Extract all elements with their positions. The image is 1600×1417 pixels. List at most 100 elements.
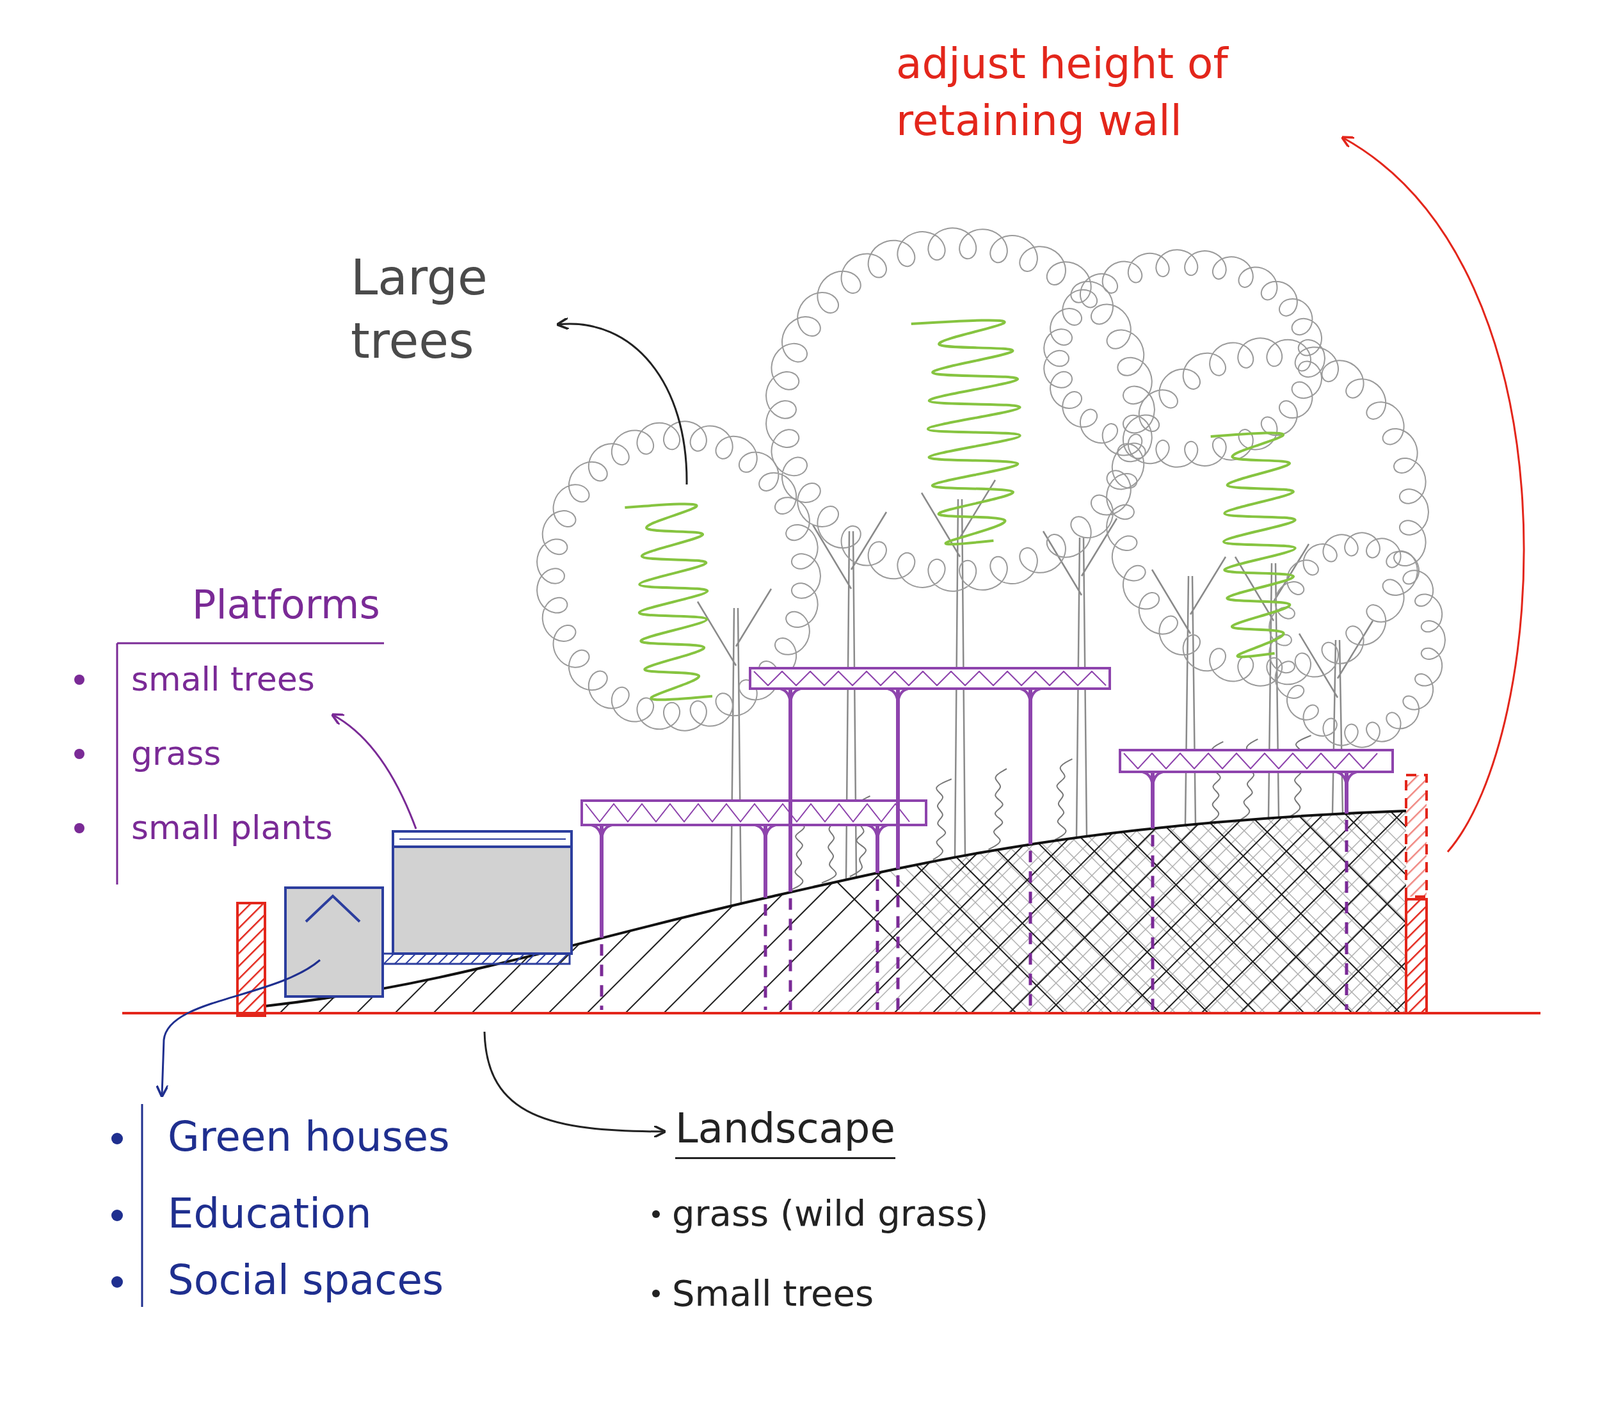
soil-hatch-line — [1265, 780, 1510, 1024]
foundation-dash — [876, 879, 880, 1010]
deck-truss — [1123, 753, 1378, 769]
soil-hatch-line — [1344, 780, 1588, 1024]
soil-hatch-line — [998, 780, 1242, 1024]
soil-hatch-line — [1015, 780, 1259, 1024]
design-note: adjust height of retaining wall — [896, 35, 1357, 150]
deck-truss — [753, 671, 1106, 686]
platform-column — [1028, 688, 1033, 845]
bullet — [652, 1210, 660, 1218]
soil-hatch-line — [979, 780, 1223, 1024]
leader-line — [1342, 137, 1524, 852]
bracket-line — [116, 643, 119, 885]
soil-hatch-line — [1024, 780, 1268, 1024]
column-capital — [780, 688, 801, 706]
column-capital — [1336, 771, 1357, 789]
list-item: Small trees — [672, 1271, 874, 1315]
soil-hatch-line — [997, 780, 1241, 1024]
plant-scribble — [988, 768, 1008, 850]
group-heading: Platforms — [192, 581, 381, 629]
soil-hatch-line — [1420, 780, 1600, 1024]
soil-hatch-line — [1360, 780, 1600, 1024]
soil-hatch-line — [1113, 780, 1357, 1024]
soil-hatch-line — [1456, 780, 1600, 1024]
bullet — [74, 823, 85, 834]
platform-column — [599, 824, 604, 938]
column-capital — [755, 824, 776, 842]
greenhouses — [285, 831, 572, 997]
large-trees — [536, 227, 1446, 905]
retaining-wall — [237, 903, 265, 1016]
soil-hatch-line — [1140, 780, 1384, 1024]
soil-hatch-line — [1265, 780, 1510, 1024]
foundation-dash — [789, 898, 793, 1010]
platform-deck — [1120, 750, 1393, 772]
soil-hatch-line — [1140, 780, 1384, 1024]
greenhouse-base — [382, 953, 570, 964]
gable-mark — [305, 896, 360, 922]
column-capital — [1020, 688, 1041, 706]
soil-hatch-line — [976, 780, 1220, 1024]
soil-hatch-line — [1427, 780, 1600, 1024]
soil-hatch-line — [1409, 780, 1600, 1024]
foundation-dash — [896, 874, 900, 1010]
soil-hatch-line — [1427, 780, 1600, 1024]
tree-canopy — [1269, 532, 1446, 747]
soil-hatch-line — [1120, 780, 1364, 1024]
plant-scribble — [1290, 735, 1312, 816]
leader-line — [484, 1031, 665, 1132]
soil-hatch-line — [1036, 780, 1280, 1024]
soil-hatch-line — [1319, 780, 1563, 1024]
platform-deck — [750, 668, 1110, 689]
soil-hatch-line — [1463, 780, 1600, 1024]
soil-hatch — [0, 780, 1600, 1024]
soil-hatch-line — [928, 780, 1172, 1024]
foundation-dash — [1151, 834, 1155, 1010]
ground-line — [122, 1011, 1541, 1015]
soil-hatch-line — [1463, 780, 1600, 1024]
list-item: Social spaces — [167, 1255, 444, 1305]
tree-trunk — [1152, 556, 1226, 825]
bullet — [111, 1209, 123, 1222]
bracket-line — [141, 1104, 144, 1307]
foliage-scribble — [911, 320, 1021, 544]
roof-line — [399, 838, 566, 840]
greenhouse-roof — [392, 831, 572, 847]
platform-column — [788, 688, 793, 893]
list-item: grass (wild grass) — [672, 1191, 989, 1235]
bullet — [111, 1276, 123, 1288]
soil-hatch-line — [1015, 780, 1259, 1024]
plant-scribble — [1055, 759, 1073, 840]
soil-hatch-line — [961, 780, 1205, 1024]
callout-label: Large trees — [350, 246, 518, 374]
soil-hatch-line — [1445, 780, 1600, 1024]
column-capital — [887, 688, 909, 706]
bullet — [74, 748, 85, 760]
annotations — [74, 137, 1524, 1307]
soil-hatch-line — [1355, 780, 1599, 1024]
retaining-wall — [1406, 899, 1427, 1014]
leader-line — [161, 960, 320, 1096]
list-item: Green houses — [167, 1112, 450, 1162]
group-heading: Landscape — [675, 1104, 896, 1160]
soil-hatch-line — [1355, 780, 1599, 1024]
tree-canopy — [1106, 337, 1429, 686]
foliage-scribble — [1210, 432, 1296, 657]
plant-scribble — [933, 778, 952, 860]
foundation-dash — [1029, 850, 1033, 1010]
platform-deck — [581, 800, 927, 825]
soil-hatch-line — [1445, 780, 1600, 1024]
soil-hatch-line — [1409, 780, 1600, 1024]
deck-truss — [585, 803, 910, 822]
soil-hatch-line — [960, 780, 1204, 1024]
soil-hatch-line — [997, 780, 1241, 1024]
soil-hatch-line — [1408, 780, 1600, 1024]
list-item: small plants — [131, 807, 333, 848]
platform-column — [896, 688, 900, 869]
bullet — [111, 1132, 123, 1145]
bracket-line — [117, 642, 384, 645]
platforms — [581, 668, 1393, 1010]
list-item: grass — [131, 733, 221, 774]
wall-extension — [1406, 775, 1427, 897]
tree-canopy — [766, 227, 1155, 591]
